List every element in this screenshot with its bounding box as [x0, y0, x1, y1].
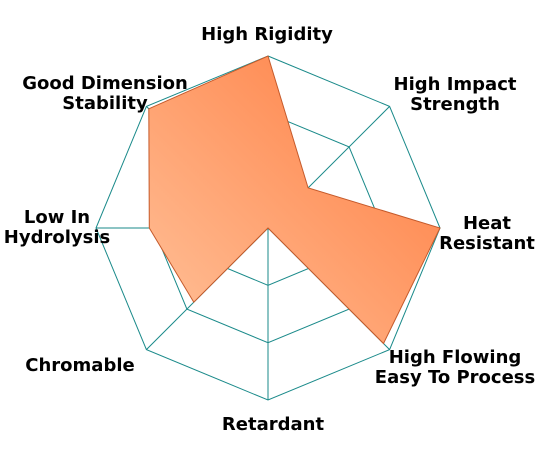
data-polygon [148, 55, 441, 345]
axis-label-line: High Rigidity [201, 24, 333, 45]
axis-label-line: Resistant [439, 233, 535, 254]
axis-label-5: Retardant [222, 414, 325, 435]
axis-label-line: Easy To Process [375, 367, 535, 388]
axis-label-6: Chromable [25, 355, 134, 376]
axis-label-line: Chromable [25, 355, 134, 376]
axis-label-line: Retardant [222, 414, 325, 435]
axis-label-1: High Rigidity [201, 24, 333, 45]
axis-label-line: Heat [463, 213, 511, 234]
axis-label-line: Low In [24, 207, 90, 228]
axis-label-line: High Impact [394, 74, 517, 95]
axis-label-line: High Flowing [389, 347, 522, 368]
axis-label-line: Strength [410, 94, 500, 115]
radar-data [148, 55, 441, 345]
axis-label-line: Stability [62, 93, 148, 114]
axis-label-line: Hydrolysis [4, 227, 110, 248]
axis-label-line: Good Dimension [22, 73, 188, 94]
